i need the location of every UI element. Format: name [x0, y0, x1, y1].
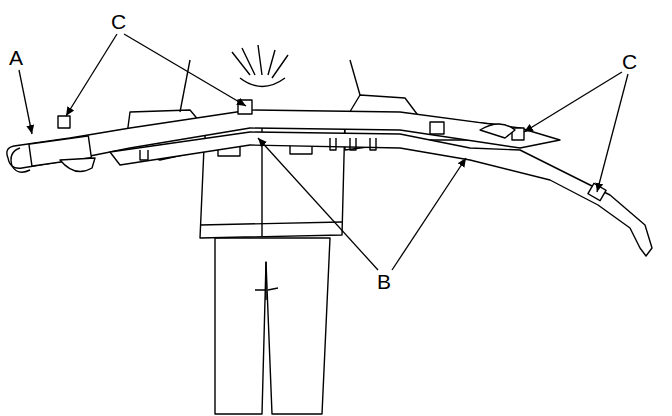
callout-letter: A: [9, 47, 23, 68]
callout-letter: C: [622, 51, 637, 72]
leader-lines: [19, 34, 628, 270]
trousers: [215, 238, 330, 414]
callout-letter: B: [377, 271, 391, 292]
callout-letter: C: [111, 11, 126, 32]
